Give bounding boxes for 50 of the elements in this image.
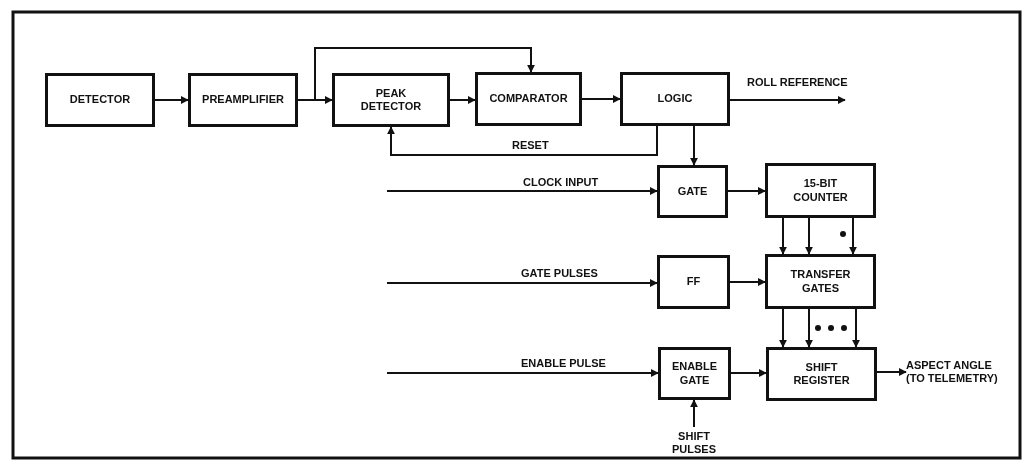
edge-label: CLOCK INPUT xyxy=(521,176,601,189)
block-box xyxy=(765,254,876,309)
block-label: TRANSFER GATES xyxy=(789,268,852,295)
signal-label: SHIFT PULSES xyxy=(656,427,732,459)
block-label: PEAK DETECTOR xyxy=(359,86,423,114)
block-label: LOGIC xyxy=(657,92,693,106)
block-box xyxy=(658,347,731,400)
block-box xyxy=(188,73,298,127)
arrow xyxy=(727,187,766,195)
block-label: GATE xyxy=(677,184,708,199)
block-label: DETECTOR xyxy=(69,93,131,107)
arrow xyxy=(386,369,659,377)
block-box xyxy=(620,72,730,126)
block-box xyxy=(765,163,876,218)
arrow xyxy=(805,217,813,255)
arrow xyxy=(386,279,658,287)
arrow xyxy=(876,368,907,376)
arrow xyxy=(729,278,766,286)
arrow xyxy=(386,187,658,195)
block-label: PREAMPLIFIER xyxy=(202,93,284,107)
arrow xyxy=(730,369,767,377)
edge-label: ENABLE PULSE xyxy=(519,357,608,370)
arrow xyxy=(849,217,857,255)
arrow xyxy=(779,308,787,348)
arrow xyxy=(297,47,535,101)
block-box xyxy=(45,73,155,127)
arrow xyxy=(779,217,787,255)
block-label: COMPARATOR xyxy=(489,92,568,106)
edge-label: ROLL REFERENCE xyxy=(745,76,850,89)
edge-label: RESET xyxy=(510,139,551,152)
arrow xyxy=(387,125,658,156)
block-label: ENABLE GATE xyxy=(670,360,719,387)
arrow xyxy=(805,308,813,348)
arrow xyxy=(154,96,189,104)
edge-label: GATE PULSES xyxy=(519,267,600,280)
arrow xyxy=(449,96,476,104)
arrow xyxy=(690,125,698,166)
block-label: FF xyxy=(686,275,701,289)
arrow xyxy=(690,399,698,428)
block-box xyxy=(475,72,582,126)
arrow xyxy=(729,96,846,104)
signal-label: ASPECT ANGLE (TO TELEMETRY) xyxy=(906,346,1006,398)
block-box xyxy=(657,255,730,309)
arrow xyxy=(852,308,860,348)
block-box xyxy=(657,165,728,218)
arrow xyxy=(581,95,621,103)
block-box xyxy=(332,73,450,127)
block-box xyxy=(766,347,877,401)
block-label: SHIFT REGISTER xyxy=(792,360,851,388)
block-label: 15-BIT COUNTER xyxy=(792,177,849,204)
